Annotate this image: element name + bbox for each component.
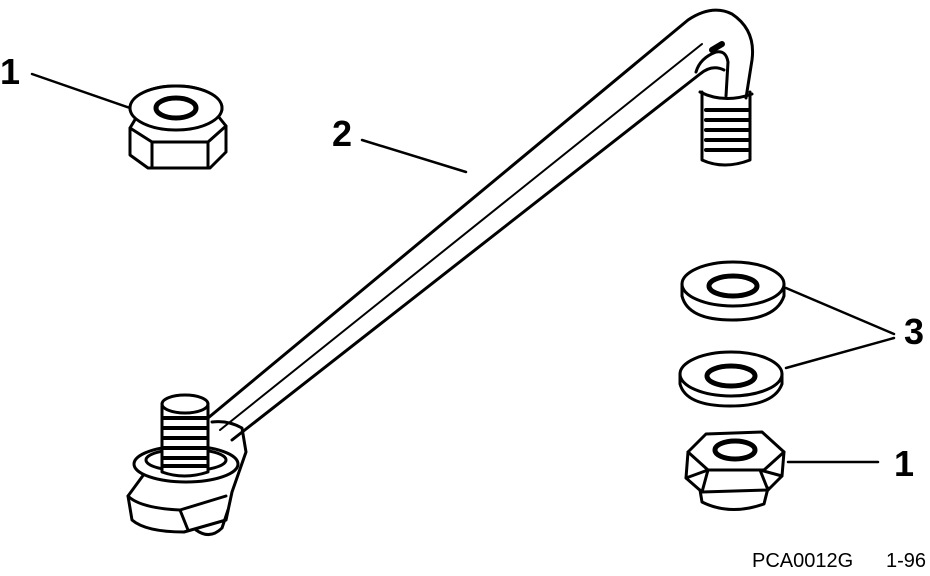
leader-line-2 [360,138,468,174]
flat-washer-lower [678,350,784,408]
flat-washer-upper [680,260,786,322]
figure-code: PCA0012G [752,550,854,572]
callout-3-washers: 3 [904,311,925,352]
leader-line-3-upper [784,286,896,336]
callout-1-bottom-right: 1 [894,443,915,484]
tie-bar [126,8,755,536]
leader-line-3-lower [784,336,896,370]
hex-nut-bottom-right [684,430,786,512]
leader-line-1-top [30,72,132,110]
page-reference: 1-96 [886,550,927,572]
callout-2-tie-bar: 2 [332,113,353,154]
hex-nut-top-left [128,84,228,170]
callout-1-top-left: 1 [0,51,21,92]
